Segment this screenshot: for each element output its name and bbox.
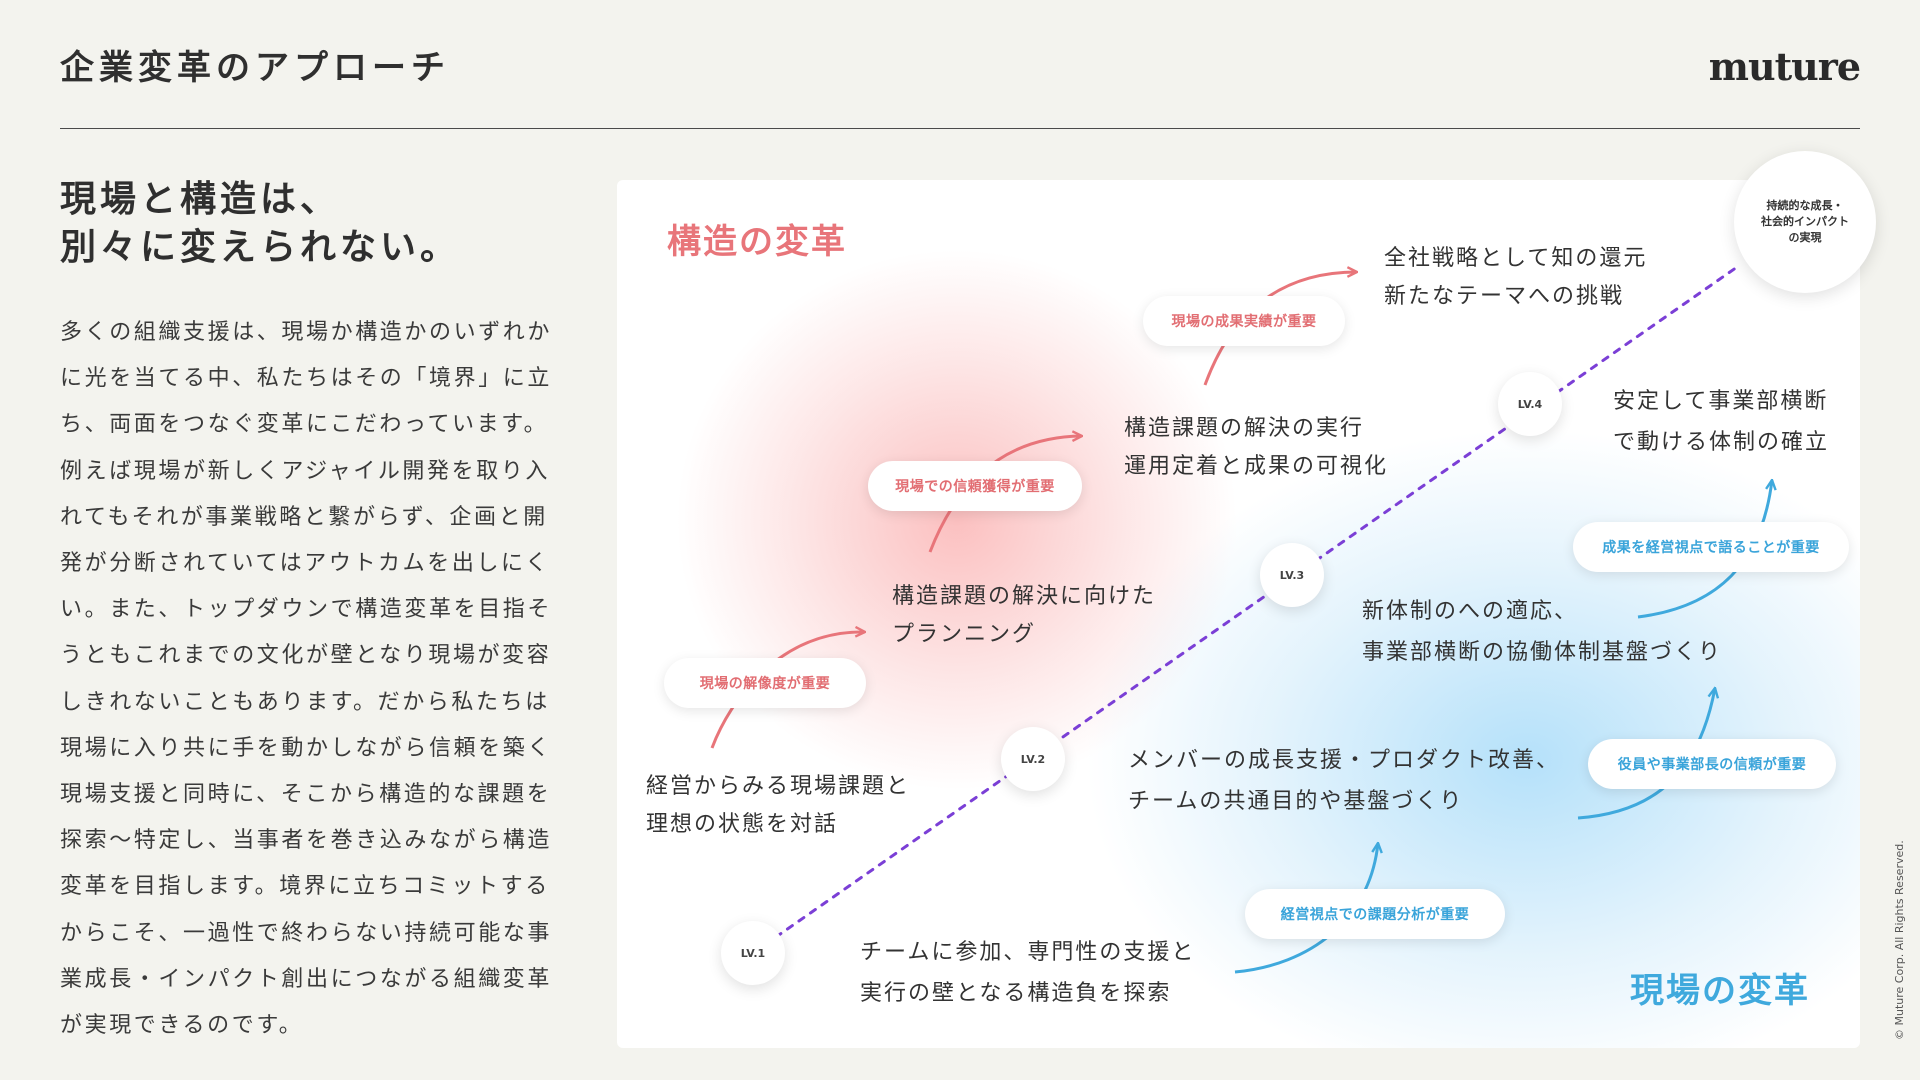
structure-zone-label: 構造の変革 (667, 222, 847, 262)
step-line: 運用定着と成果の可視化 (1124, 454, 1389, 479)
step-line: 安定して事業部横断 (1613, 389, 1829, 414)
intro-body: 多くの組織支援は、現場か構造かのいずれか に光を当てる中、私たちはその「境界」に… (60, 310, 580, 1049)
level-marker-1: LV.1 (721, 921, 785, 985)
step-line: プランニング (892, 622, 1037, 647)
body-line: ち、両面をつなぐ変革にこだわっています。 (60, 412, 549, 438)
field-key-pill: 経営視点での課題分析が重要 (1245, 889, 1505, 939)
intro-headline: 現場と構造は、 別々に変えられない。 (60, 176, 580, 272)
body-line: 例えば現場が新しくアジャイル開発を取り入 (60, 458, 551, 484)
field-step-2: メンバーの成長支援・プロダクト改善、 チームの共通目的や基盤づくり (1128, 740, 1560, 822)
step-line: 実行の壁となる構造負を探索 (860, 981, 1172, 1006)
brand-logo: muture (1708, 44, 1861, 89)
step-line: 理想の状態を対話 (646, 812, 839, 837)
body-line: い。また、トップダウンで構造変革を目指そ (60, 597, 553, 623)
copyright-notice: © Muture Corp. All Rights Reserved. (1893, 840, 1906, 1040)
body-line: 業成長・インパクト創出につながる組織変革 (60, 966, 553, 992)
body-line: 現場支援と同時に、そこから構造的な課題を (60, 782, 552, 808)
body-line: が実現できるのです。 (60, 1013, 304, 1039)
body-line: 発が分断されていてはアウトカムを出しにく (60, 551, 550, 577)
field-step-3: 新体制のへの適応、 事業部横断の協働体制基盤づくり (1362, 591, 1722, 673)
step-line: チームの共通目的や基盤づくり (1128, 789, 1464, 814)
headline-line: 別々に変えられない。 (60, 227, 461, 268)
body-line: しきれないこともあります。だから私たちは (60, 689, 550, 715)
level-marker-3: LV.3 (1260, 543, 1324, 607)
step-line: 新たなテーマへの挑戦 (1384, 284, 1625, 309)
structure-key-pill: 現場での信頼獲得が重要 (868, 461, 1082, 511)
structure-step-2: 構造課題の解決に向けた プランニング (892, 578, 1156, 654)
step-line: 構造課題の解決の実行 (1124, 416, 1365, 441)
level-marker-2: LV.2 (1001, 727, 1065, 791)
headline-line: 現場と構造は、 (60, 179, 341, 220)
field-key-pill: 役員や事業部長の信頼が重要 (1588, 739, 1836, 789)
goal-line: 持続的な成長・ (1766, 199, 1844, 212)
step-line: 事業部横断の協働体制基盤づくり (1362, 640, 1723, 665)
body-line: 変革を目指します。境界に立ちコミットする (60, 874, 550, 900)
header-divider (60, 128, 1860, 129)
structure-step-1: 経営からみる現場課題と 理想の状態を対話 (646, 768, 910, 844)
structure-step-4: 全社戦略として知の還元 新たなテーマへの挑戦 (1384, 240, 1647, 316)
field-step-4: 安定して事業部横断 で動ける体制の確立 (1613, 381, 1829, 463)
step-line: 新体制のへの適応、 (1362, 599, 1579, 624)
body-line: うともこれまでの文化が壁となり現場が変容 (60, 643, 552, 669)
goal-circle: 持続的な成長・ 社会的インパクト の実現 (1734, 151, 1876, 293)
step-line: 経営からみる現場課題と (646, 774, 911, 799)
goal-line: の実現 (1788, 231, 1822, 244)
field-key-pill: 成果を経営視点で語ることが重要 (1573, 522, 1849, 572)
field-step-1: チームに参加、専門性の支援と 実行の壁となる構造負を探索 (860, 932, 1195, 1014)
step-line: メンバーの成長支援・プロダクト改善、 (1128, 748, 1561, 773)
structure-step-3: 構造課題の解決の実行 運用定着と成果の可視化 (1124, 410, 1388, 486)
structure-key-pill: 現場の成果実績が重要 (1143, 296, 1345, 346)
body-line: 現場に入り共に手を動かしながら信頼を築く (60, 735, 553, 761)
body-line: に光を当てる中、私たちはその「境界」に立 (60, 366, 553, 392)
field-zone-label: 現場の変革 (1630, 971, 1810, 1011)
structure-key-pill: 現場の解像度が重要 (664, 658, 866, 708)
level-marker-4: LV.4 (1498, 372, 1562, 436)
growth-path (751, 263, 1742, 955)
step-line: で動ける体制の確立 (1613, 430, 1830, 455)
goal-line: 社会的インパクト (1761, 215, 1849, 228)
step-line: チームに参加、専門性の支援と (860, 940, 1196, 965)
body-line: 探索〜特定し、当事者を巻き込みながら構造 (60, 828, 553, 854)
step-line: 構造課題の解決に向けた (892, 584, 1157, 609)
step-line: 全社戦略として知の還元 (1384, 246, 1648, 271)
body-line: からこそ、一過性で終わらない持続可能な事 (60, 920, 553, 946)
field-arrow-3 (1637, 480, 1772, 619)
page-title: 企業変革のアプローチ (60, 48, 450, 88)
body-line: れてもそれが事業戦略と繋がらず、企画と開 (60, 504, 548, 530)
body-line: 多くの組織支援は、現場か構造かのいずれか (60, 320, 553, 345)
